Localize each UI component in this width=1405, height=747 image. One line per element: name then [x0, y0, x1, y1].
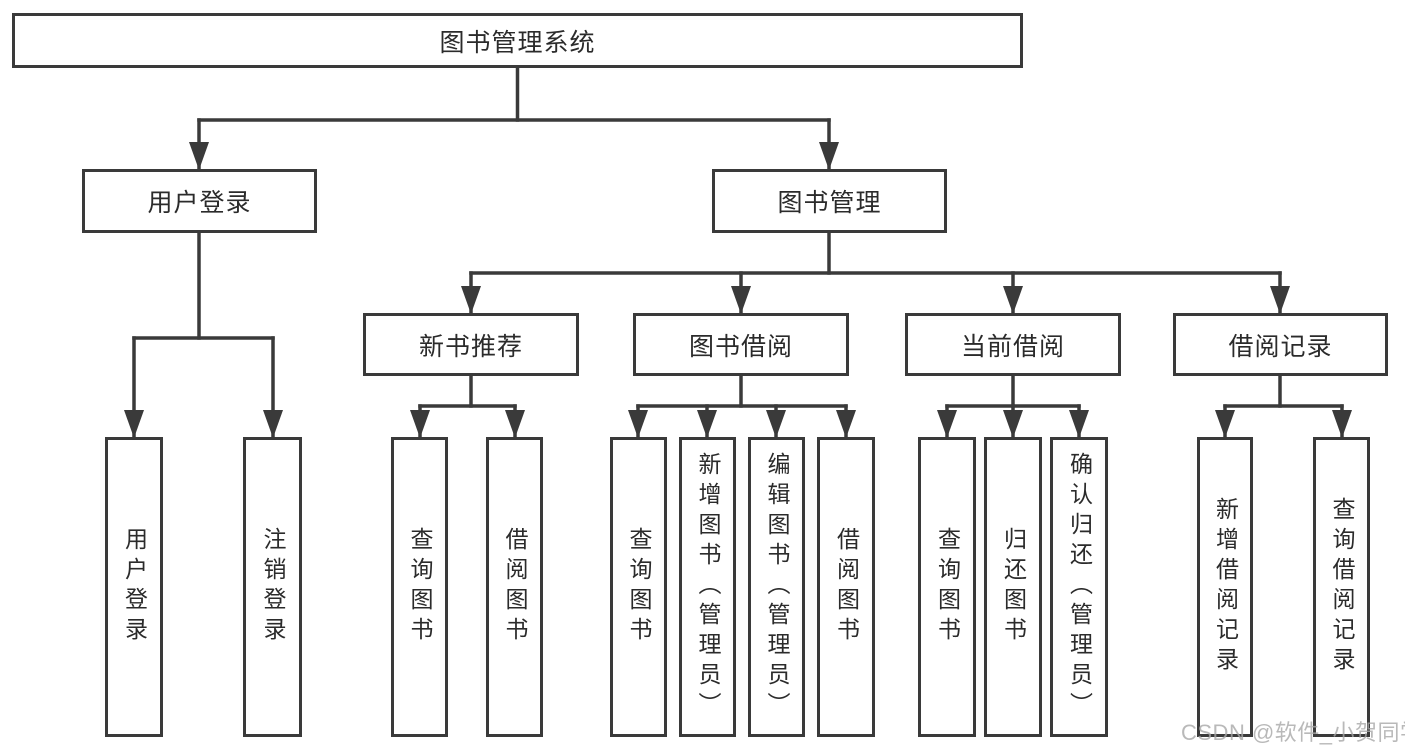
leaf-user-login: 用户登录 [105, 437, 163, 737]
leaf-cb-confirm-return-admin: 确认归还（管理员） [1050, 437, 1108, 737]
node-new-book-recommend-label: 新书推荐 [418, 332, 523, 361]
node-root-label: 图书管理系统 [439, 28, 596, 57]
node-borrow-record-label: 借阅记录 [1228, 332, 1333, 361]
node-new-book-recommend: 新书推荐 [363, 313, 579, 376]
csdn-watermark: CSDN @软件_小贺同学 [1181, 720, 1405, 745]
node-book-management-label: 图书管理 [777, 189, 882, 217]
leaf-br-query-record-label: 查询借阅记录 [1329, 497, 1355, 677]
leaf-bb-edit-books-admin-label: 编辑图书（管理员） [764, 452, 790, 722]
leaf-bb-query-books-label: 查询图书 [626, 527, 652, 647]
leaf-nb-borrow-books: 借阅图书 [486, 437, 543, 737]
node-borrow-record: 借阅记录 [1173, 313, 1388, 376]
leaf-bb-query-books: 查询图书 [610, 437, 667, 737]
leaf-nb-borrow-books-label: 借阅图书 [502, 527, 528, 647]
node-root: 图书管理系统 [12, 13, 1023, 68]
leaf-cb-confirm-return-admin-label: 确认归还（管理员） [1066, 452, 1093, 722]
leaf-logout: 注销登录 [243, 437, 302, 737]
leaf-logout-label: 注销登录 [260, 527, 286, 647]
leaf-bb-add-books-admin-label: 新增图书（管理员） [695, 452, 721, 722]
leaf-user-login-label: 用户登录 [121, 527, 148, 647]
leaf-cb-return-books-label: 归还图书 [1000, 527, 1027, 647]
node-book-management: 图书管理 [712, 169, 947, 233]
leaf-cb-return-books: 归还图书 [984, 437, 1042, 737]
leaf-br-query-record: 查询借阅记录 [1313, 437, 1370, 737]
leaf-cb-query-books-label: 查询图书 [934, 527, 961, 647]
node-book-borrow-label: 图书借阅 [688, 332, 793, 361]
node-user-login-label: 用户登录 [147, 189, 252, 217]
leaf-cb-query-books: 查询图书 [918, 437, 976, 737]
leaf-br-add-record-label: 新增借阅记录 [1212, 497, 1239, 677]
leaf-bb-add-books-admin: 新增图书（管理员） [679, 437, 736, 737]
leaf-nb-query-books-label: 查询图书 [407, 527, 433, 647]
leaf-br-add-record: 新增借阅记录 [1197, 437, 1253, 737]
leaf-bb-borrow-books: 借阅图书 [817, 437, 875, 737]
node-book-borrow: 图书借阅 [633, 313, 849, 376]
leaf-nb-query-books: 查询图书 [391, 437, 448, 737]
node-current-borrow: 当前借阅 [905, 313, 1121, 376]
node-user-login: 用户登录 [82, 169, 317, 233]
node-current-borrow-label: 当前借阅 [960, 332, 1065, 361]
leaf-bb-edit-books-admin: 编辑图书（管理员） [748, 437, 805, 737]
leaf-bb-borrow-books-label: 借阅图书 [833, 527, 860, 647]
